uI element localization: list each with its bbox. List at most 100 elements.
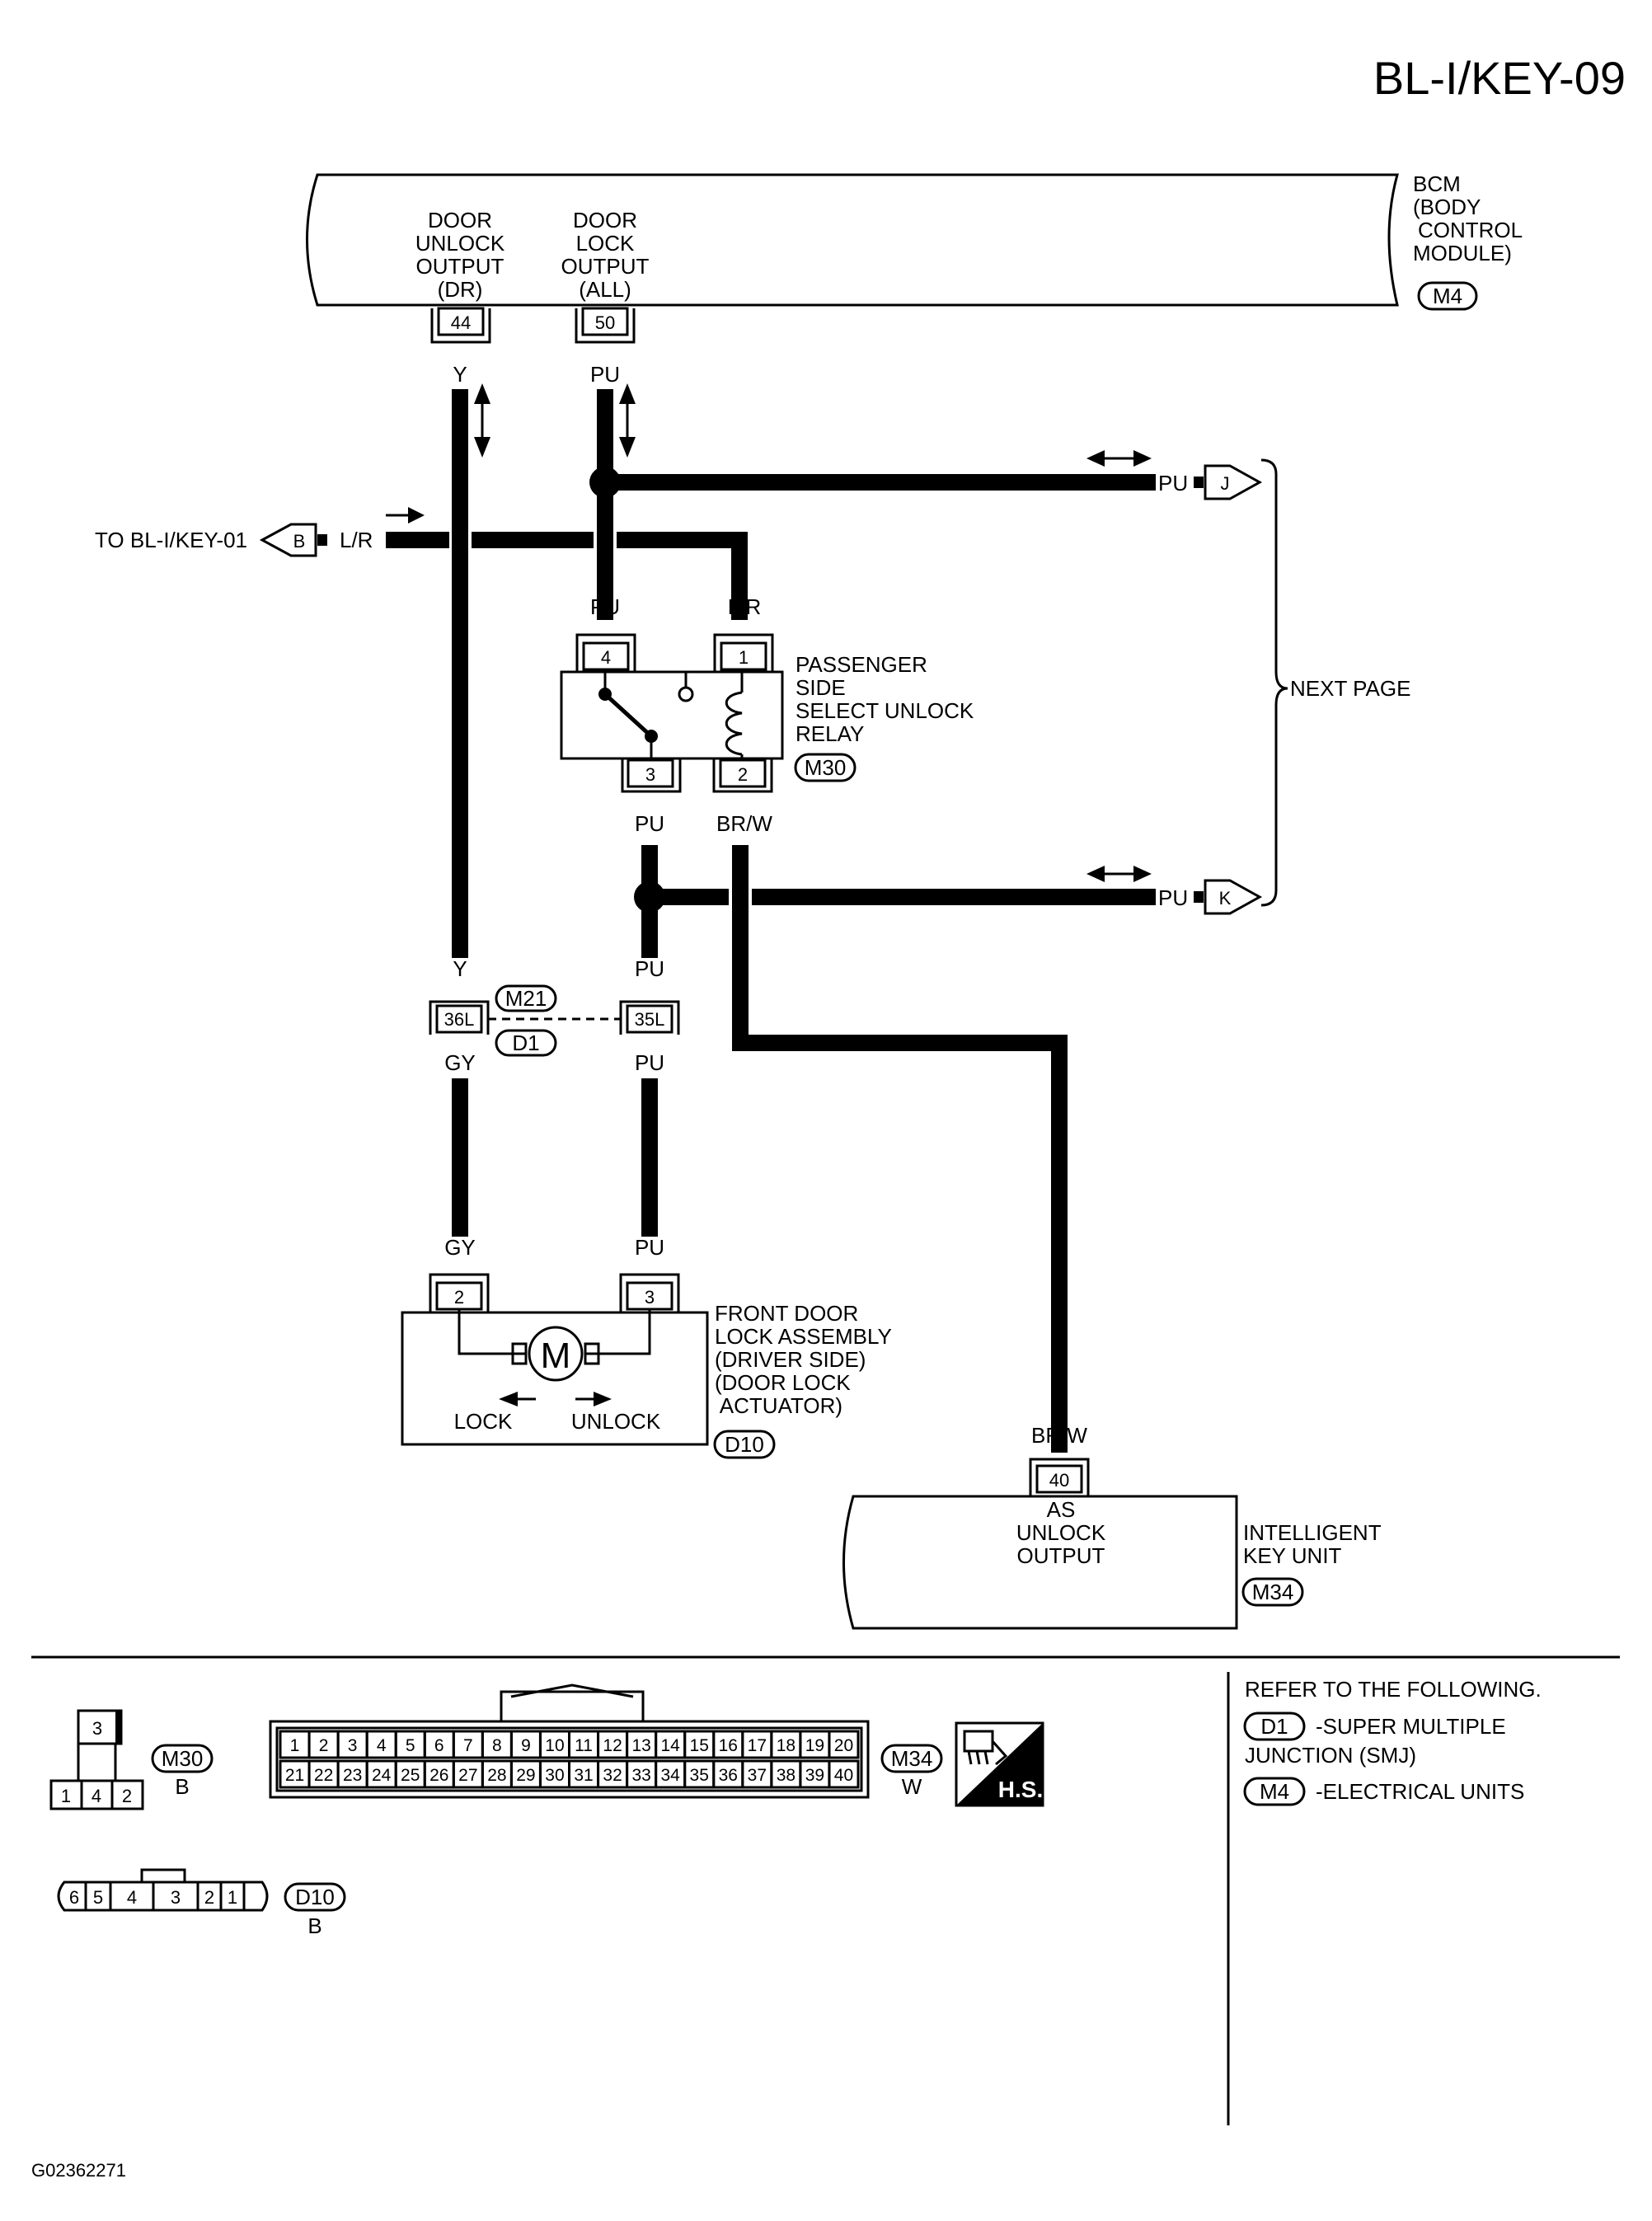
svg-text:MODULE): MODULE): [1413, 241, 1512, 265]
m34-pin-number: 26: [429, 1766, 448, 1785]
bcm-pin-44: 44: [430, 307, 491, 344]
unlock-label: UNLOCK: [571, 1409, 661, 1434]
m34-pin-number: 23: [343, 1766, 362, 1785]
svg-text:M30: M30: [162, 1746, 204, 1771]
svg-text:4: 4: [601, 647, 611, 668]
svg-text:B: B: [293, 531, 306, 552]
m34-pin-cell: [828, 1730, 860, 1759]
wire-label-smj-36l-top: Y: [453, 956, 467, 981]
relay-box: [560, 670, 784, 760]
svg-text:FRONT DOOR: FRONT DOOR: [715, 1301, 858, 1326]
smj-connector-m21: M21: [495, 984, 557, 1012]
m34-pin-number: 36: [719, 1766, 738, 1785]
figure-id: G02362271: [31, 2160, 126, 2181]
wire-label-pu-k: PU: [1158, 885, 1188, 910]
relay-switch-symbol: [598, 672, 694, 758]
svg-text:D1: D1: [1260, 1714, 1288, 1739]
svg-text:M: M: [541, 1336, 571, 1376]
wire-label-iku-brw: BR/W: [1031, 1423, 1087, 1448]
bcm-connector-badge: M4: [1417, 281, 1478, 311]
svg-text:W: W: [902, 1774, 922, 1799]
svg-text:D10: D10: [725, 1432, 764, 1457]
svg-text:DOOR: DOOR: [428, 208, 492, 232]
next-page-connector-k: K: [1204, 879, 1263, 915]
svg-text:K: K: [1219, 888, 1232, 909]
svg-text:2: 2: [454, 1287, 464, 1308]
m34-pin-number: 29: [516, 1766, 535, 1785]
svg-text:3: 3: [92, 1718, 102, 1739]
svg-text:UNLOCK: UNLOCK: [1016, 1520, 1106, 1545]
signal-arrow-lr: [386, 507, 425, 524]
iku-terminal-label: AS UNLOCK OUTPUT: [1016, 1497, 1106, 1568]
m34-pin-number: 17: [748, 1736, 767, 1755]
svg-text:2: 2: [204, 1887, 214, 1908]
k-stub: [1194, 891, 1204, 903]
m34-pin-number: 28: [487, 1766, 506, 1785]
svg-text:M30: M30: [805, 755, 847, 780]
bcm-terminal-50-label: DOOR LOCK OUTPUT (ALL): [561, 208, 650, 302]
wire-brw-relay-to-iku: [732, 845, 1068, 1453]
bcm-terminal-44-label: DOOR UNLOCK OUTPUT (DR): [415, 208, 505, 302]
svg-text:ACTUATOR): ACTUATOR): [715, 1393, 842, 1418]
m30-face-badge: M30 B: [151, 1744, 214, 1799]
svg-text:LOCK ASSEMBLY: LOCK ASSEMBLY: [715, 1324, 892, 1349]
m34-pin-number: 34: [660, 1766, 680, 1785]
d10-face-badge: D10 B: [284, 1882, 346, 1938]
to-ref-text: TO BL-I/KEY-01: [95, 528, 247, 552]
m34-pin-number: 33: [631, 1766, 650, 1785]
d10-connector-face: 6 5 4 3 2 1: [57, 1868, 269, 1912]
svg-text:D10: D10: [295, 1885, 335, 1909]
svg-text:D1: D1: [512, 1031, 539, 1055]
svg-text:40: 40: [1049, 1470, 1069, 1491]
svg-text:36L: 36L: [444, 1009, 475, 1030]
signal-arrow-j: [1086, 450, 1152, 467]
to-ref-stub: [317, 534, 327, 546]
m34-pin-number: 9: [521, 1736, 531, 1755]
door-pin-2: 2: [429, 1273, 490, 1312]
relay-pin-2: 2: [712, 758, 773, 793]
svg-text:RELAY: RELAY: [795, 721, 864, 746]
iku-title: INTELLIGENT KEY UNIT: [1243, 1520, 1382, 1568]
next-page-connector-j: J: [1204, 464, 1263, 500]
m34-pin-number: 2: [319, 1736, 329, 1755]
m34-pin-number: 39: [805, 1766, 824, 1785]
wire-label-y-top: Y: [453, 362, 467, 387]
bcm-pin-50: 50: [575, 307, 636, 344]
wire-label-door-pin2: GY: [444, 1235, 476, 1260]
door-lock-title: FRONT DOOR LOCK ASSEMBLY (DRIVER SIDE) (…: [715, 1301, 892, 1418]
iku-connector-badge: M34: [1241, 1577, 1304, 1607]
wire-label-smj-35l-bottom: PU: [635, 1050, 664, 1075]
svg-text:1: 1: [61, 1786, 71, 1806]
svg-text:2: 2: [122, 1786, 132, 1806]
m34-pin-number: 13: [631, 1736, 650, 1755]
svg-text:-ELECTRICAL UNITS: -ELECTRICAL UNITS: [1316, 1779, 1524, 1804]
svg-text:4: 4: [127, 1887, 137, 1908]
m34-pin-cell: [828, 1759, 860, 1789]
svg-text:LOCK: LOCK: [576, 231, 635, 256]
svg-text:1: 1: [228, 1887, 237, 1908]
svg-text:OUTPUT: OUTPUT: [1017, 1543, 1105, 1568]
svg-text:3: 3: [645, 1287, 655, 1308]
svg-text:INTELLIGENT: INTELLIGENT: [1243, 1520, 1382, 1545]
relay-connector-badge: M30: [794, 753, 857, 782]
svg-text:DOOR: DOOR: [573, 208, 637, 232]
iku-box: [842, 1495, 1238, 1630]
door-pin-3: 3: [619, 1273, 680, 1312]
m34-pin-number: 15: [690, 1736, 709, 1755]
lock-label: LOCK: [454, 1409, 513, 1434]
m34-pin-number: 4: [377, 1736, 387, 1755]
harness-side-icon: H.S.: [955, 1721, 1044, 1807]
svg-text:KEY UNIT: KEY UNIT: [1243, 1543, 1342, 1568]
m34-pin-number: 7: [463, 1736, 473, 1755]
svg-text:H.S.: H.S.: [998, 1777, 1043, 1802]
m34-pin-number: 14: [660, 1736, 680, 1755]
svg-text:(DR): (DR): [438, 277, 483, 302]
svg-text:1: 1: [739, 647, 749, 668]
wire-label-relay-pin1: L/R: [728, 594, 761, 619]
j-stub: [1194, 477, 1204, 488]
svg-text:M4: M4: [1260, 1779, 1289, 1804]
bcm-box: [306, 173, 1399, 307]
svg-text:CONTROL: CONTROL: [1418, 218, 1523, 242]
m34-pin-number: 40: [834, 1766, 853, 1785]
svg-text:PASSENGER: PASSENGER: [795, 652, 927, 677]
